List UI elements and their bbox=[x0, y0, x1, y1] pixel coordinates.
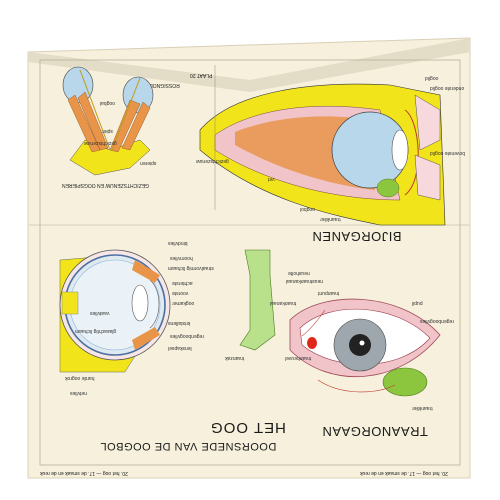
label-bovenste-ooglid: bovenste ooglid bbox=[430, 150, 466, 156]
label-gezichtszenuw: gezichtszenuw bbox=[196, 158, 229, 164]
plate-number: PLAAT 20 bbox=[190, 72, 213, 78]
title-doorsnede: DOORSNEDE VAN DE OOGBOL bbox=[100, 440, 277, 452]
label-achterste: achterste bbox=[172, 280, 193, 286]
label-oogbal: oogbal bbox=[100, 100, 116, 106]
label-traanklier-bottom: traanklier bbox=[412, 405, 433, 411]
label-glasachtig: glasachtig lichaam bbox=[75, 328, 117, 334]
label-lenskapsel: lenskapsel bbox=[168, 345, 192, 351]
caption-muscles: GEZICHTSZENUW EN OOGSPIEREN bbox=[62, 182, 149, 188]
label-oogbol: oogbol bbox=[300, 206, 316, 212]
label-regenboogvlies-right: regenboogvlies bbox=[420, 318, 454, 324]
label-traankanaal: traankanaal bbox=[270, 300, 297, 306]
label-straalvormig: straalvormig lichaam bbox=[168, 265, 214, 271]
publisher-name: ROSSIGNOL bbox=[150, 82, 180, 88]
label-spieren: spieren bbox=[140, 160, 157, 166]
label-traanklier-top: traanklier bbox=[320, 216, 341, 222]
eye-muscles-diagram bbox=[62, 66, 154, 176]
eye-socket-diagram bbox=[199, 83, 446, 226]
tear-apparatus-diagram bbox=[239, 249, 441, 397]
footer-left: 20. het oog — 17. de smaak en de reuk bbox=[40, 470, 128, 476]
label-hoornvlies: hoornvlies bbox=[170, 255, 193, 261]
label-onderste-ooglid: onderste ooglid bbox=[430, 85, 465, 91]
label-traanzak: traanzak bbox=[225, 355, 245, 361]
footer-right: 20. het oog — 17. de smaak en de reuk bbox=[360, 470, 448, 476]
label-harde-oogrok: harde oogrok bbox=[65, 375, 95, 381]
label-gezichtszenuw-left: gezichtszenuw bbox=[84, 140, 117, 146]
title-het-oog: HET OOG bbox=[210, 419, 286, 436]
inner-frame bbox=[39, 59, 461, 466]
label-ooglid: ooglid bbox=[425, 75, 439, 81]
label-pupil: pupil bbox=[412, 300, 423, 306]
label-voorste: voorste bbox=[172, 290, 189, 296]
title-bijorganen: BIJORGANEN bbox=[312, 229, 402, 244]
label-neusholte: neusholte bbox=[288, 270, 310, 276]
label-netvlies: netvlies bbox=[70, 390, 87, 396]
title-traanorgaan: TRAANORGAAN bbox=[322, 424, 428, 439]
label-bindvlies: bindvlies bbox=[168, 240, 188, 246]
label-vet: vet bbox=[268, 176, 275, 182]
label-oogkamer: oogkamer bbox=[172, 300, 195, 306]
fold-shadow bbox=[28, 38, 470, 92]
label-neustraankanaal: neustraankanaal bbox=[286, 278, 323, 284]
label-kristallens: kristallens bbox=[168, 320, 191, 326]
label-vaatvlies: vaatvlies bbox=[90, 310, 110, 316]
label-traanpunt: traanpunt bbox=[318, 290, 340, 296]
label-traanheuvel: traanheuvel bbox=[285, 355, 312, 361]
label-regenboogvlies: regenboogvlies bbox=[170, 333, 204, 339]
label-spier: spier bbox=[102, 128, 113, 134]
eyeball-section-diagram bbox=[59, 249, 171, 373]
